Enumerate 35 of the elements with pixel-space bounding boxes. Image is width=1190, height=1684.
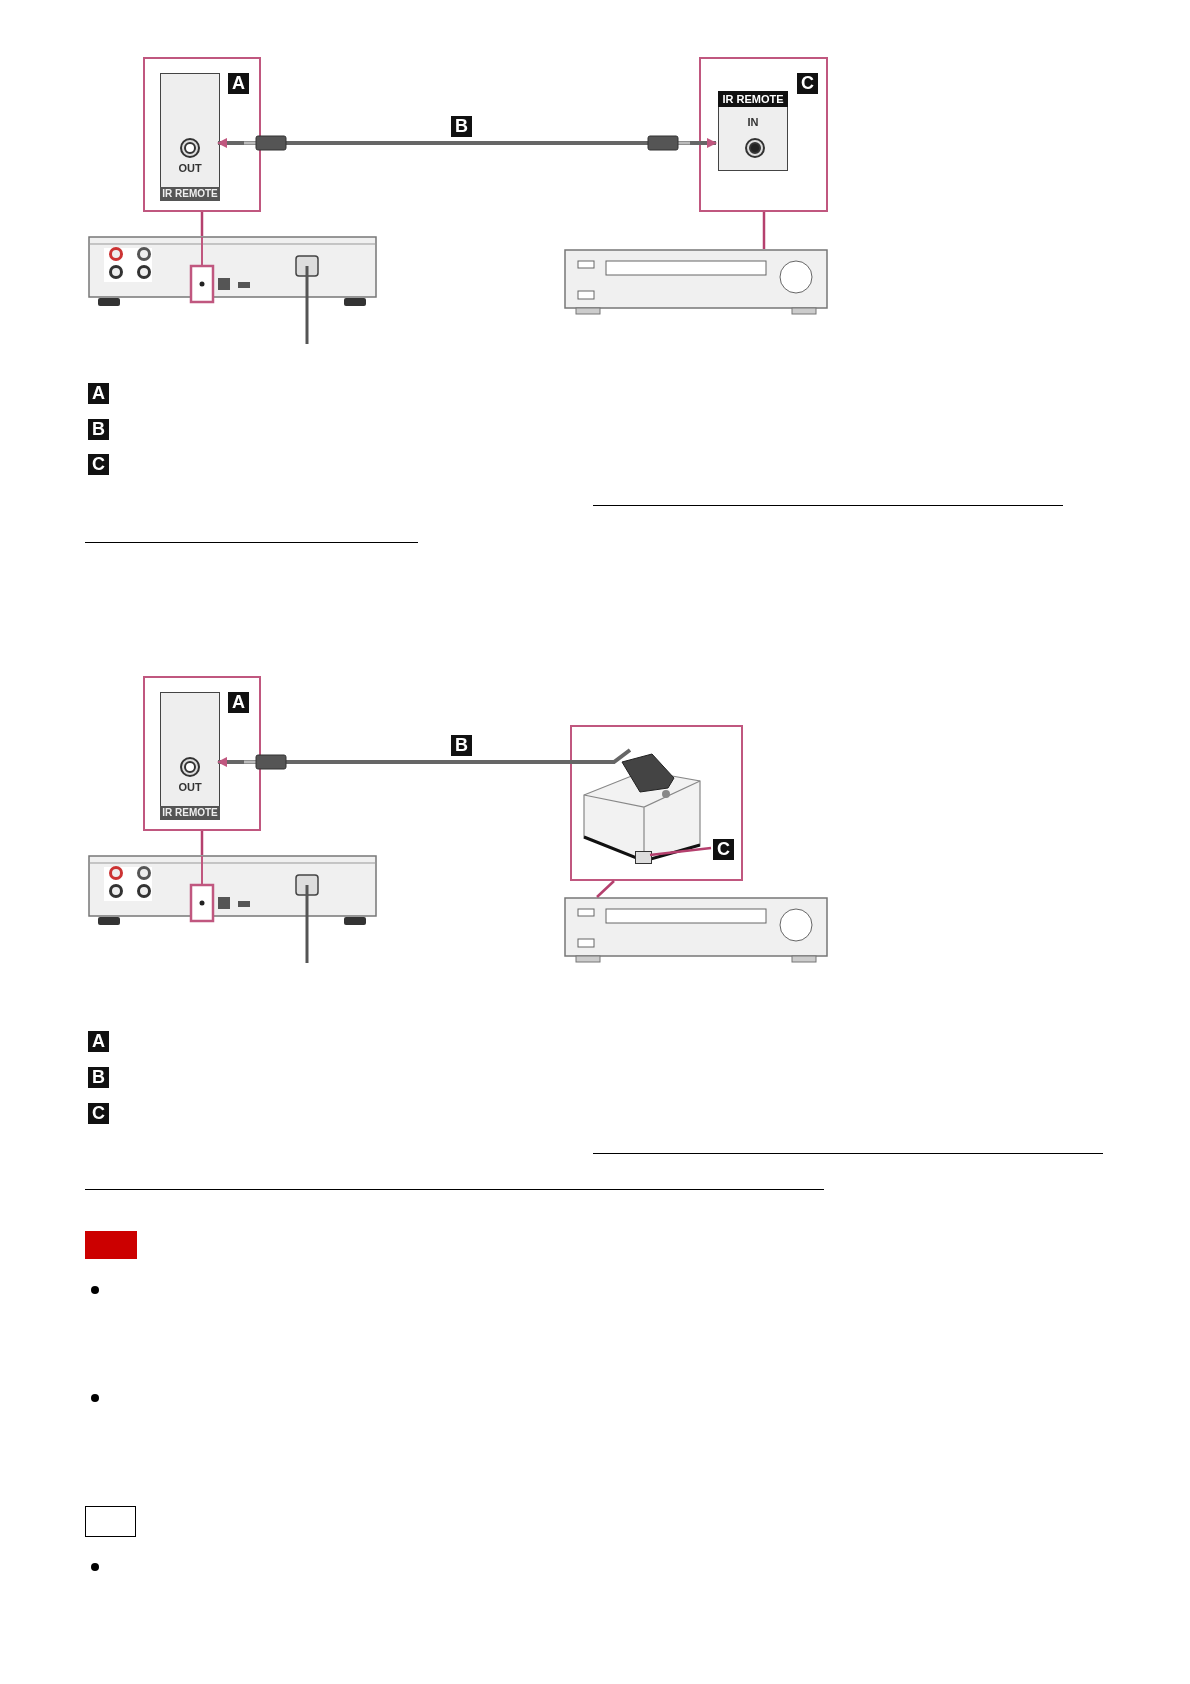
receiver-front-drawing [564, 249, 828, 315]
cable [216, 748, 632, 770]
leader-line [200, 831, 204, 855]
jack-panel [160, 692, 220, 820]
jack-panel [718, 91, 788, 171]
sensor-window [635, 851, 652, 864]
callout-box [143, 676, 261, 831]
callout-letter: B [454, 116, 469, 137]
callout-letter: C [91, 1103, 106, 1124]
port-label: OUT [177, 162, 203, 174]
port-label: IR REMOTE [160, 187, 220, 201]
port-label: IR REMOTE [160, 806, 220, 820]
jack-panel [160, 73, 220, 201]
callout-letter: C [91, 454, 106, 475]
callout-letter: A [91, 383, 106, 404]
callout-letter: C [716, 839, 731, 860]
amplifier-rear-drawing [88, 855, 377, 963]
callout-letter: A [91, 1031, 106, 1052]
callout-box [570, 725, 743, 881]
callout-letter: B [91, 1067, 106, 1088]
callout-letter: A [231, 692, 246, 713]
callout-letter: B [454, 735, 469, 756]
leader-line [200, 212, 204, 236]
callout-letter: C [800, 73, 815, 94]
port-label: IR REMOTE [718, 91, 788, 107]
port-label: OUT [177, 781, 203, 793]
callout-box [143, 57, 261, 212]
port-label: IN [746, 116, 760, 128]
callout-box [699, 57, 828, 212]
receiver-front-drawing [564, 897, 828, 963]
amplifier-rear-drawing [88, 236, 377, 344]
cable [216, 135, 718, 151]
callout-letter: A [231, 73, 246, 94]
leader-line [649, 846, 712, 857]
callout-letter: B [91, 419, 106, 440]
